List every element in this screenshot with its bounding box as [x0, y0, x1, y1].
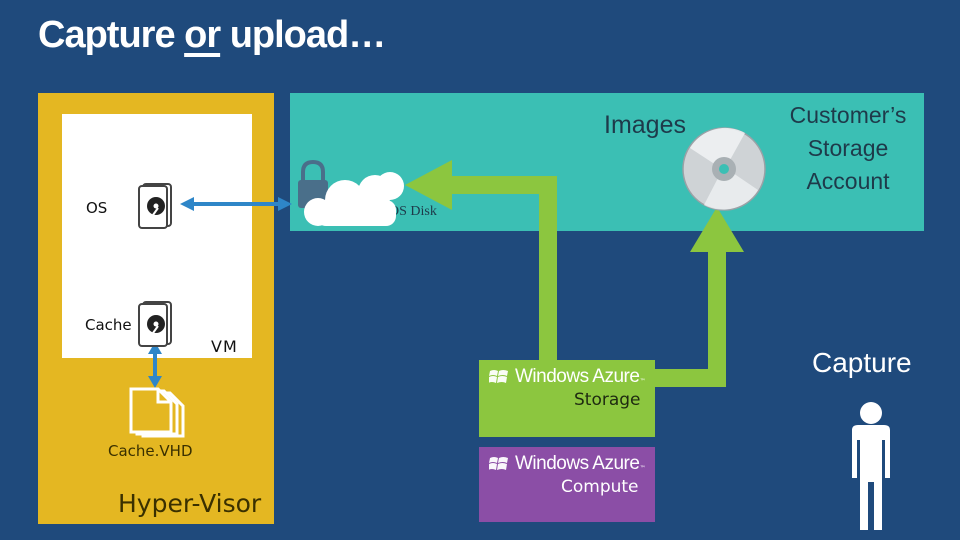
- windows-flag-icon: [489, 455, 511, 473]
- trademark-mark: ™: [639, 464, 646, 472]
- cache-vhd-label: Cache.VHD: [108, 442, 193, 460]
- images-label: Images: [604, 111, 686, 139]
- page-title: Capture or upload…: [38, 14, 387, 57]
- title-before: Capture: [38, 14, 185, 56]
- azure-storage-service-label: Storage: [574, 390, 641, 410]
- cache-hard-drive-icon: [138, 301, 172, 347]
- azure-brand-label: Windows Azure: [515, 366, 640, 387]
- cloud-icon: [304, 172, 404, 226]
- vhd-file-icon: [129, 387, 185, 438]
- windows-flag-icon: [489, 368, 511, 386]
- capture-label: Capture: [812, 347, 912, 378]
- os-hard-drive-icon: [138, 183, 172, 229]
- person-icon: [852, 402, 890, 530]
- capture-arrow: [655, 207, 744, 387]
- customer-storage-account-label: Customer’s Storage Account: [778, 99, 918, 198]
- cache-label: Cache: [85, 316, 132, 334]
- disc-icon: [682, 127, 766, 211]
- title-emphasis: or: [184, 14, 221, 56]
- account-label-line2: Storage: [807, 135, 889, 161]
- hypervisor-label: Hyper-Visor: [118, 489, 262, 518]
- os-disk-label: OS Disk: [389, 204, 437, 219]
- title-after: upload…: [220, 14, 387, 56]
- account-label-line1: Customer’s: [789, 102, 907, 128]
- upload-arrow: [405, 160, 557, 360]
- azure-compute-service-label: Compute: [561, 477, 639, 497]
- vm-label: VM: [211, 337, 238, 356]
- account-label-line3: Account: [806, 168, 890, 194]
- azure-brand-label: Windows Azure: [515, 453, 640, 474]
- trademark-mark: ™: [639, 377, 646, 385]
- cache-sync-arrow: [148, 342, 162, 388]
- os-label: OS: [86, 199, 108, 217]
- os-sync-arrow: [180, 197, 292, 211]
